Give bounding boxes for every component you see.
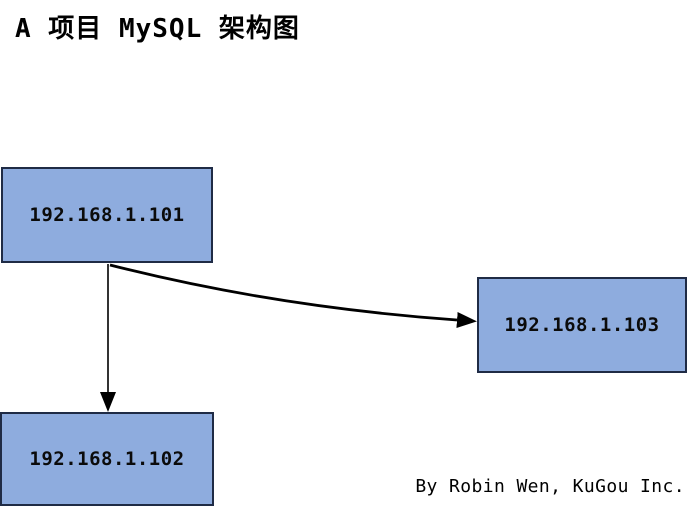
arrow-101-to-103 bbox=[109, 263, 477, 328]
node-192-168-1-102: 192.168.1.102 bbox=[0, 412, 214, 506]
node-label: 192.168.1.101 bbox=[29, 204, 185, 226]
node-label: 192.168.1.103 bbox=[504, 314, 660, 336]
node-192-168-1-103: 192.168.1.103 bbox=[477, 277, 687, 373]
node-192-168-1-101: 192.168.1.101 bbox=[1, 167, 213, 263]
diagram-title: A 项目 MySQL 架构图 bbox=[15, 14, 300, 44]
node-label: 192.168.1.102 bbox=[29, 448, 185, 470]
byline: By Robin Wen, KuGou Inc. bbox=[415, 476, 685, 497]
